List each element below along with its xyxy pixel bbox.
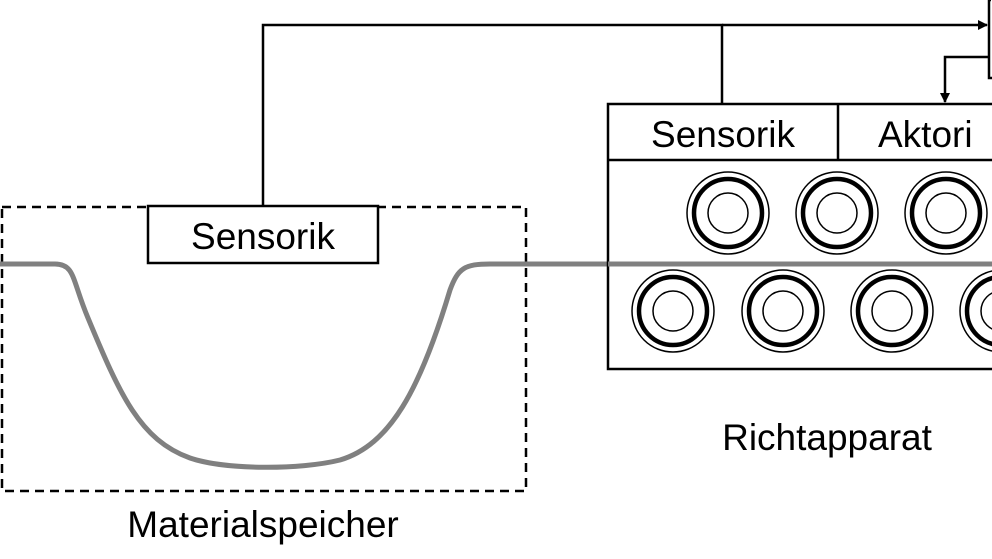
materialspeicher-caption: Materialspeicher xyxy=(127,504,398,545)
upper-roller xyxy=(686,171,770,255)
controller-box-edge xyxy=(987,0,992,80)
material-strip xyxy=(0,261,992,470)
sensor-signal-line xyxy=(261,23,724,206)
lower-roller xyxy=(959,270,992,352)
richtapparat-box xyxy=(606,102,992,371)
actuator-command-line xyxy=(940,55,989,103)
richtapparat-caption: Richtapparat xyxy=(722,417,933,458)
materialspeicher-sensor-label: Sensorik xyxy=(191,216,335,257)
lower-roller xyxy=(631,269,715,353)
upper-roller xyxy=(904,171,988,255)
upper-roller xyxy=(795,171,879,255)
richtapparat-actuator-label: Aktori xyxy=(878,114,973,155)
lower-roller xyxy=(850,269,934,353)
materialspeicher-sensor-box xyxy=(146,204,380,265)
richtapparat-sensor-label: Sensorik xyxy=(651,114,795,155)
lower-roller xyxy=(741,269,825,353)
